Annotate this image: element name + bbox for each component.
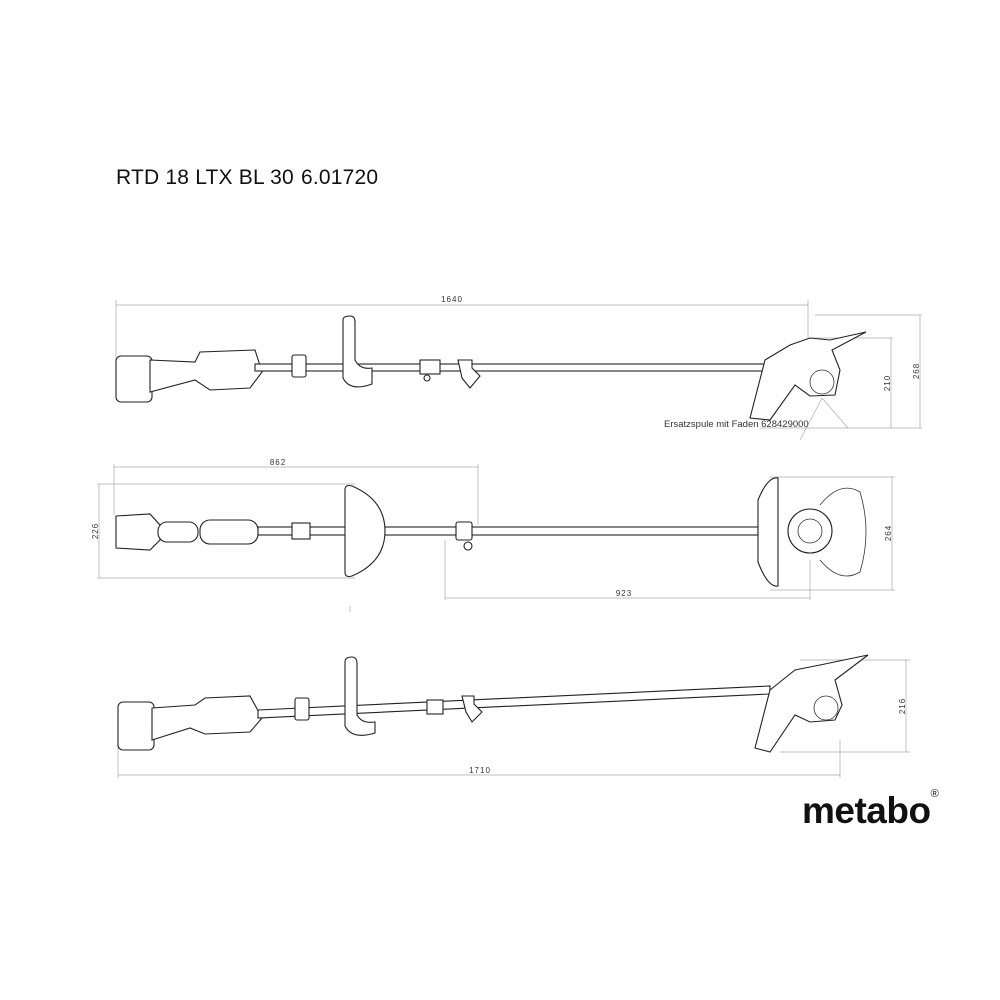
dim-length-1640: 1640	[441, 295, 463, 304]
dim-length-862: 862	[270, 458, 286, 467]
order-number: 6.01720	[301, 166, 379, 189]
dim-length-923: 923	[616, 589, 632, 598]
model-name: RTD 18 LTX BL 30	[116, 166, 294, 189]
registered-mark: ®	[930, 788, 939, 800]
spare-spool-label: Ersatzspule mit Faden 628429000	[664, 419, 809, 430]
logo-text: metabo	[802, 790, 931, 831]
metabo-logo: metabo®	[802, 788, 939, 832]
dim-height-216: 216	[898, 698, 907, 714]
dim-width-226: 226	[91, 523, 100, 539]
top-view: 862 226 264 923	[91, 458, 895, 600]
side-view-bottom: 1710 216	[117, 654, 910, 778]
dim-length-1710: 1710	[469, 766, 491, 775]
side-view-top: 1640 210 268 Ersatzspule mit Faden 62842…	[115, 295, 922, 441]
dim-width-264: 264	[884, 525, 893, 541]
dim-height-210: 210	[883, 375, 892, 391]
dim-height-268: 268	[912, 363, 921, 379]
